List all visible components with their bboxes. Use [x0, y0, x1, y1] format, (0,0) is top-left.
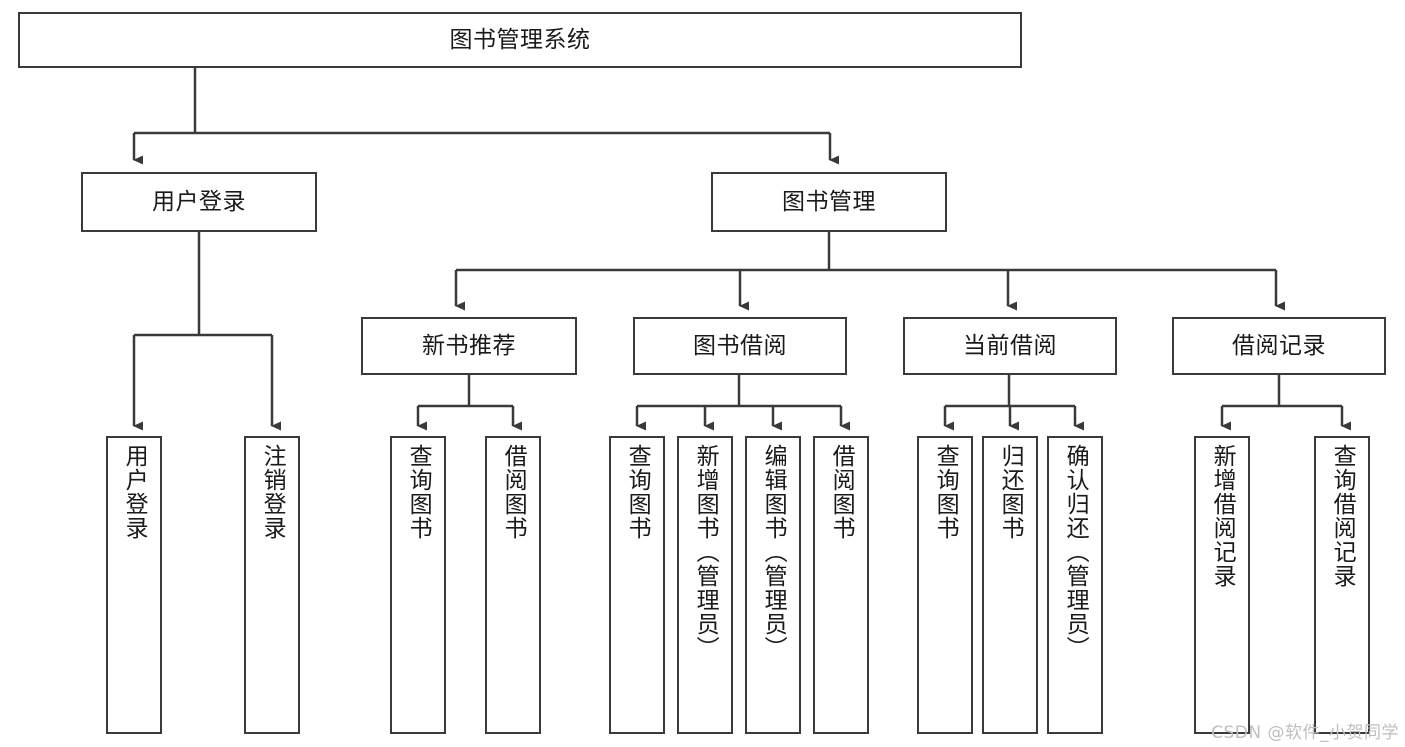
- node-leaf-label: 借阅图书: [500, 444, 527, 540]
- node-leaf-record-add[interactable]: 新增借阅记录: [1194, 436, 1250, 734]
- node-leaf-current-query[interactable]: 查询图书: [917, 436, 973, 734]
- node-leaf-label: 用户登录: [121, 444, 148, 540]
- node-leaf-label: 查询借阅记录: [1329, 444, 1356, 588]
- node-leaf-new-book-query[interactable]: 查询图书: [390, 436, 446, 734]
- node-leaf-label: 新增借阅记录: [1209, 444, 1236, 588]
- node-book-management-label: 图书管理: [782, 188, 876, 215]
- node-leaf-label: 查询图书: [405, 444, 432, 540]
- node-leaf-user-login-logout[interactable]: 注销登录: [244, 436, 300, 734]
- node-new-book-recommend[interactable]: 新书推荐: [361, 317, 577, 375]
- node-user-login-label: 用户登录: [152, 188, 246, 215]
- node-leaf-label: 归还图书: [997, 444, 1024, 540]
- node-current-borrow-label: 当前借阅: [963, 332, 1057, 359]
- node-leaf-label: 注销登录: [259, 444, 286, 540]
- node-root[interactable]: 图书管理系统: [18, 12, 1022, 68]
- node-book-borrow-label: 图书借阅: [693, 332, 787, 359]
- node-current-borrow[interactable]: 当前借阅: [903, 317, 1117, 375]
- node-leaf-label: 确认归还（管理员）: [1062, 444, 1089, 660]
- node-leaf-current-confirm-return[interactable]: 确认归还（管理员）: [1047, 436, 1103, 734]
- node-leaf-current-return[interactable]: 归还图书: [982, 436, 1038, 734]
- node-root-label: 图书管理系统: [449, 26, 591, 53]
- node-leaf-borrow-add[interactable]: 新增图书（管理员）: [677, 436, 733, 734]
- node-book-borrow[interactable]: 图书借阅: [633, 317, 847, 375]
- node-leaf-borrow-edit[interactable]: 编辑图书（管理员）: [745, 436, 801, 734]
- node-leaf-borrow-borrow[interactable]: 借阅图书: [813, 436, 869, 734]
- node-leaf-user-login-login[interactable]: 用户登录: [106, 436, 162, 734]
- node-leaf-label: 新增图书（管理员）: [692, 444, 719, 660]
- node-leaf-new-book-borrow[interactable]: 借阅图书: [485, 436, 541, 734]
- node-borrow-record[interactable]: 借阅记录: [1172, 317, 1386, 375]
- node-leaf-label: 编辑图书（管理员）: [760, 444, 787, 660]
- node-book-management[interactable]: 图书管理: [711, 172, 947, 232]
- node-leaf-label: 查询图书: [932, 444, 959, 540]
- node-leaf-label: 查询图书: [624, 444, 651, 540]
- node-leaf-record-query[interactable]: 查询借阅记录: [1314, 436, 1370, 734]
- node-borrow-record-label: 借阅记录: [1232, 332, 1326, 359]
- node-new-book-recommend-label: 新书推荐: [422, 332, 516, 359]
- node-user-login[interactable]: 用户登录: [81, 172, 317, 232]
- node-leaf-label: 借阅图书: [828, 444, 855, 540]
- node-leaf-borrow-query[interactable]: 查询图书: [609, 436, 665, 734]
